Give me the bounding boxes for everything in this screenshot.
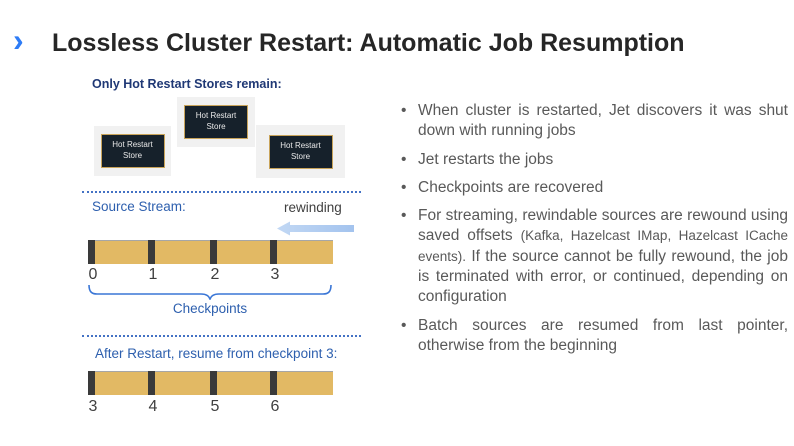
resume-tick-labels: 3 4 5 6: [88, 398, 333, 416]
bullet-item: For streaming, rewindable sources are re…: [399, 206, 788, 307]
hot-restart-store-node: Hot Restart Store: [94, 126, 171, 176]
bullet-text: Jet restarts the jobs: [418, 150, 554, 168]
checkpoint-tick: [148, 371, 155, 395]
checkpoints-label: Checkpoints: [172, 301, 248, 316]
tick-label: 5: [210, 398, 220, 415]
tick-label: 1: [148, 266, 158, 283]
checkpoint-tick: [270, 371, 277, 395]
tick-label: 6: [270, 398, 280, 415]
bullet-item: Jet restarts the jobs: [399, 150, 788, 171]
stores-heading: Only Hot Restart Stores remain:: [92, 77, 282, 91]
hot-restart-store-node: Hot Restart Store: [177, 97, 255, 147]
bullet-item: When cluster is restarted, Jet discovers…: [399, 101, 788, 142]
source-stream-label: Source Stream:: [92, 199, 186, 214]
tick-label: 2: [210, 266, 220, 283]
checkpoint-tick: [148, 240, 155, 264]
bullet-text: Checkpoints are recovered: [418, 178, 604, 196]
store-label: Hot Restart Store: [100, 134, 165, 168]
checkpoint-tick: [210, 371, 217, 395]
store-label: Hot Restart Store: [268, 134, 333, 169]
checkpoints-brace: [88, 284, 332, 300]
bullet-text: When cluster is restarted, Jet discovers…: [418, 102, 788, 140]
bullet-text: Batch sources are resumed from last poin…: [418, 316, 788, 354]
checkpoint-tick: [270, 240, 277, 264]
source-stream-bar: [88, 240, 333, 264]
checkpoint-tick: [210, 240, 217, 264]
bullet-list: When cluster is restarted, Jet discovers…: [399, 101, 788, 364]
rewinding-label: rewinding: [284, 200, 342, 215]
store-label: Hot Restart Store: [184, 105, 248, 139]
hot-restart-store-node: Hot Restart Store: [256, 125, 345, 178]
tick-label: 3: [88, 398, 98, 415]
checkpoint-tick: [88, 240, 95, 264]
tick-label: 0: [88, 266, 98, 283]
resume-stream-bar: [88, 371, 333, 395]
bullet-text: If the source cannot be fully rewound, t…: [418, 247, 788, 306]
bullet-item: Checkpoints are recovered: [399, 178, 788, 199]
checkpoint-tick: [88, 371, 95, 395]
tick-label: 3: [270, 266, 280, 283]
chevron-right-icon: ›: [13, 22, 24, 58]
after-restart-label: After Restart, resume from checkpoint 3:: [95, 346, 338, 361]
bullet-items: When cluster is restarted, Jet discovers…: [399, 101, 788, 356]
bullet-text: For streaming, rewindable sources are re…: [418, 207, 788, 245]
bullet-text-small: (Kafka, Hazelcast IMap, Hazelcast ICache…: [418, 228, 789, 264]
rewind-arrow-icon: [277, 221, 354, 236]
dotted-divider: [82, 191, 361, 193]
page-title: Lossless Cluster Restart: Automatic Job …: [52, 29, 685, 57]
dotted-divider: [82, 335, 361, 337]
bullet-item: Batch sources are resumed from last poin…: [399, 316, 788, 357]
stream-tick-labels: 0 1 2 3: [88, 266, 333, 284]
tick-label: 4: [148, 398, 158, 415]
